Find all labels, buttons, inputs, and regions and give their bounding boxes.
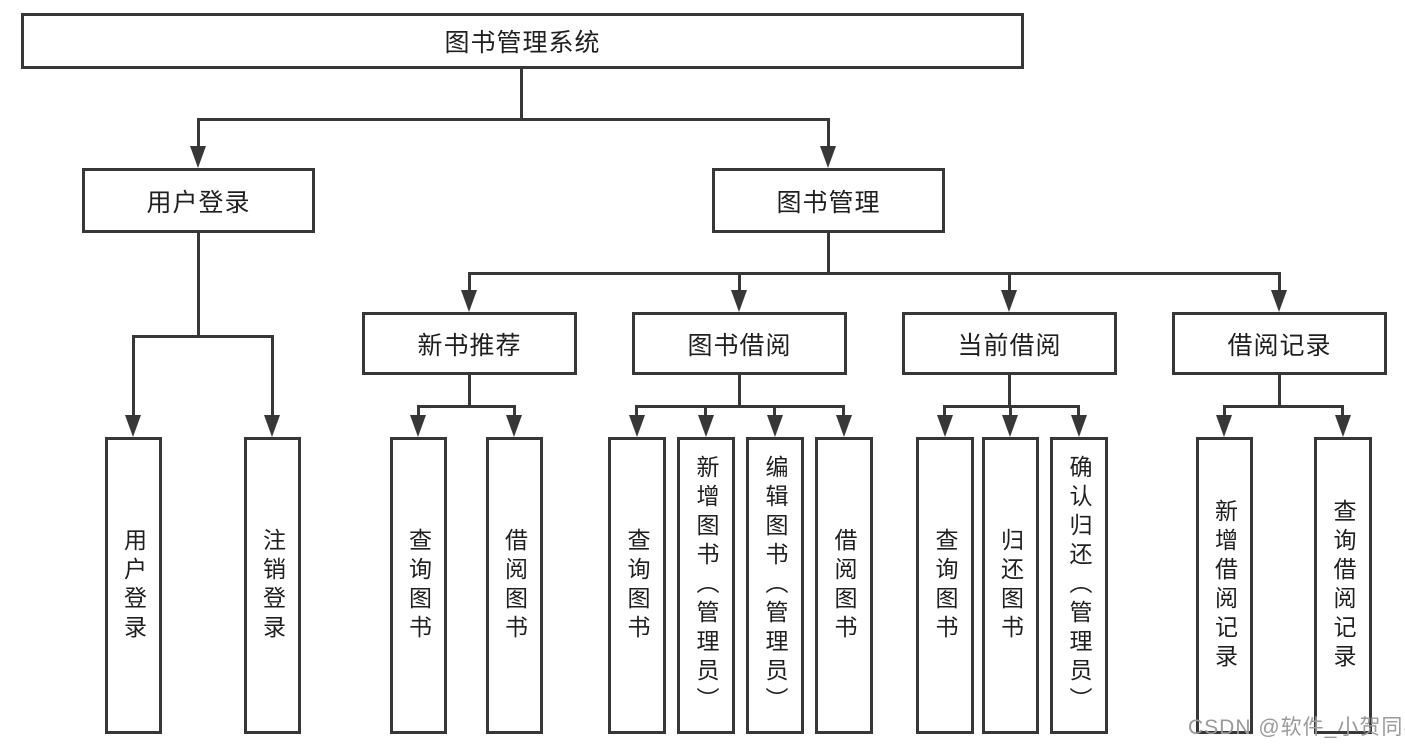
- edge-drop-leaf: [842, 405, 845, 418]
- edge-drop-leaf: [773, 405, 776, 418]
- edge-root-stem: [520, 69, 523, 121]
- leaf-label: 新增借阅记录: [1211, 498, 1238, 673]
- node-library-management-system: 图书管理系统: [21, 13, 1024, 69]
- leaf-label: 查询图书: [405, 527, 432, 644]
- leaf-user-login: 用户登录: [105, 437, 162, 734]
- arrowhead-icon: [698, 415, 714, 437]
- csdn-watermark: CSDN @软件_小贺同学: [1188, 716, 1405, 739]
- arrowhead-icon: [125, 415, 141, 437]
- leaf-label: 查询图书: [932, 527, 958, 644]
- node-label: 图书借阅: [687, 331, 792, 360]
- node-label: 用户登录: [146, 188, 251, 217]
- edge-book-mgmt-stem: [827, 233, 830, 275]
- node-borrow-record: 借阅记录: [1172, 312, 1387, 375]
- arrowhead-icon: [190, 146, 206, 168]
- node-book-management: 图书管理: [712, 168, 945, 233]
- arrowhead-icon: [1216, 415, 1232, 437]
- edge-drop-level3: [468, 272, 471, 292]
- node-current-borrow: 当前借阅: [902, 312, 1117, 375]
- edge-borrow-record-rail: [1223, 405, 1344, 408]
- edge-drop-leaf: [635, 405, 638, 418]
- edge-drop-leaf: [943, 405, 946, 418]
- node-label: 新书推荐: [417, 331, 522, 360]
- leaf-query-books: 查询图书: [608, 437, 666, 734]
- leaf-confirm-return-admin: 确认归还（管理员）: [1050, 437, 1108, 734]
- node-label: 图书管理系统: [444, 29, 601, 57]
- arrowhead-icon: [461, 290, 477, 312]
- edge-drop-level3: [1008, 272, 1011, 292]
- arrowhead-icon: [767, 415, 783, 437]
- leaf-label: 新增图书（管理员）: [693, 455, 719, 716]
- edge-drop-leaf: [1341, 405, 1344, 418]
- arrowhead-icon: [820, 146, 836, 168]
- leaf-label: 归还图书: [997, 527, 1024, 644]
- node-label: 图书管理: [776, 188, 881, 217]
- edge-user-login-stem: [197, 233, 200, 338]
- leaf-logout: 注销登录: [244, 437, 301, 734]
- edge-drop-leaf: [1009, 405, 1012, 418]
- arrowhead-icon: [731, 290, 747, 312]
- leaf-query-books: 查询图书: [390, 437, 447, 734]
- edge-drop-level3: [738, 272, 741, 292]
- leaf-label: 用户登录: [120, 527, 147, 644]
- edge-drop-leaf: [1077, 405, 1080, 418]
- leaf-add-books-admin: 新增图书（管理员）: [677, 437, 735, 734]
- leaf-add-borrow-record: 新增借阅记录: [1196, 437, 1253, 734]
- edge-book-mgmt-rail: [468, 272, 1281, 275]
- edge-drop-book-management: [827, 118, 830, 146]
- arrowhead-icon: [1335, 415, 1351, 437]
- node-user-login: 用户登录: [82, 168, 315, 233]
- arrowhead-icon: [1071, 415, 1087, 437]
- node-new-book-recommend: 新书推荐: [362, 312, 577, 375]
- arrowhead-icon: [410, 415, 426, 437]
- leaf-label: 借阅图书: [501, 527, 528, 644]
- leaf-label: 注销登录: [259, 527, 286, 644]
- leaf-return-books: 归还图书: [982, 437, 1039, 734]
- edge-drop-leaf: [271, 335, 274, 418]
- node-label: 借阅记录: [1227, 331, 1332, 360]
- edge-drop-leaf: [704, 405, 707, 418]
- leaf-edit-books-admin: 编辑图书（管理员）: [746, 437, 804, 734]
- edge-user-login-rail: [132, 335, 274, 338]
- leaf-query-books: 查询图书: [916, 437, 974, 734]
- edge-new-book-stem: [468, 375, 471, 408]
- edge-current-borrow-stem: [1008, 375, 1011, 408]
- leaf-label: 查询图书: [624, 527, 650, 644]
- leaf-label: 查询借阅记录: [1330, 498, 1356, 673]
- node-label: 当前借阅: [957, 331, 1062, 360]
- edge-drop-leaf: [417, 405, 420, 418]
- arrowhead-icon: [506, 415, 522, 437]
- edge-root-rail: [197, 118, 830, 121]
- leaf-borrow-books: 借阅图书: [815, 437, 873, 734]
- arrowhead-icon: [1271, 290, 1287, 312]
- arrowhead-icon: [836, 415, 852, 437]
- leaf-label: 确认归还（管理员）: [1066, 455, 1092, 716]
- edge-new-book-rail: [417, 405, 516, 408]
- arrowhead-icon: [264, 415, 280, 437]
- edge-drop-leaf: [513, 405, 516, 418]
- arrowhead-icon: [1002, 415, 1018, 437]
- arrowhead-icon: [937, 415, 953, 437]
- leaf-borrow-books: 借阅图书: [486, 437, 543, 734]
- edge-book-borrow-rail: [635, 405, 845, 408]
- node-book-borrow: 图书借阅: [632, 312, 847, 375]
- arrowhead-icon: [629, 415, 645, 437]
- edge-drop-leaf: [132, 335, 135, 418]
- edge-drop-level3: [1278, 272, 1281, 292]
- leaf-query-borrow-record: 查询借阅记录: [1314, 437, 1372, 734]
- edge-book-borrow-stem: [738, 375, 741, 408]
- edge-drop-user-login: [197, 118, 200, 146]
- edge-drop-leaf: [1223, 405, 1226, 418]
- leaf-label: 编辑图书（管理员）: [762, 455, 788, 716]
- leaf-label: 借阅图书: [831, 527, 857, 644]
- edge-borrow-record-stem: [1278, 375, 1281, 408]
- arrowhead-icon: [1001, 290, 1017, 312]
